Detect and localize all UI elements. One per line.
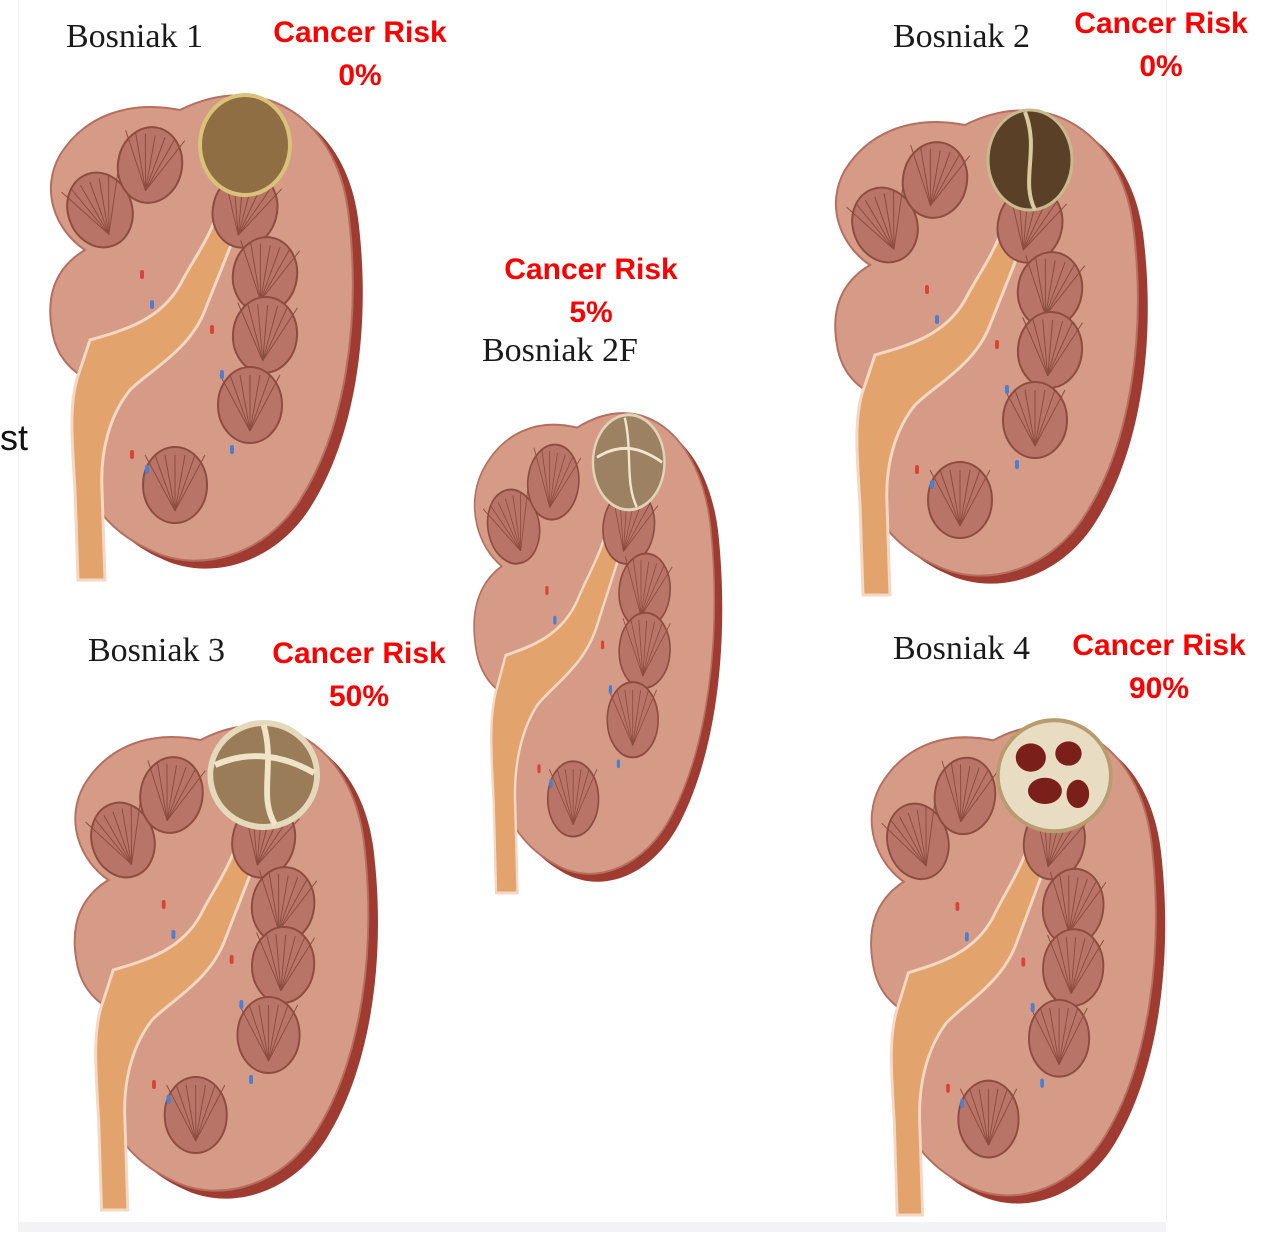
cropped-slide-text: st <box>0 420 28 456</box>
bosniak-4-risk-label: Cancer Risk <box>1068 624 1250 667</box>
blood-vessel <box>230 445 234 454</box>
blood-vessel <box>162 900 166 909</box>
bosniak-2-kidney-illustration <box>815 85 1155 595</box>
renal-pyramid <box>143 447 207 523</box>
bosniak-2-risk: Cancer Risk 0% <box>1070 2 1252 88</box>
bosniak-4-risk: Cancer Risk 90% <box>1068 624 1250 710</box>
kidney-cyst-thick-septate <box>210 723 317 827</box>
kidney-cyst-solid-enhancing <box>998 720 1111 831</box>
bosniak-4-kidney-illustration <box>852 700 1172 1215</box>
bosniak-2f-risk-label: Cancer Risk <box>500 248 682 291</box>
blood-vessel <box>1040 1079 1044 1088</box>
renal-pyramid <box>928 462 992 538</box>
bosniak-2f-risk-value: 5% <box>500 291 682 334</box>
blood-vessel <box>220 370 224 379</box>
blood-vessel <box>549 779 552 788</box>
bosniak-3-risk-label: Cancer Risk <box>268 632 450 675</box>
panel-left-edge <box>18 0 19 1222</box>
blood-vessel <box>930 480 934 489</box>
blood-vessel <box>601 641 604 650</box>
blood-vessel <box>1031 1003 1035 1012</box>
blood-vessel <box>617 759 620 768</box>
blood-vessel <box>210 325 214 334</box>
blood-vessel <box>249 1075 253 1084</box>
blood-vessel <box>946 1084 950 1093</box>
renal-pyramid <box>165 1077 227 1153</box>
blood-vessel <box>956 902 960 911</box>
renal-pyramid <box>1003 382 1067 458</box>
bosniak-1-risk-label: Cancer Risk <box>270 11 450 54</box>
blood-vessel <box>152 1080 156 1089</box>
blood-vessel <box>230 955 234 964</box>
blood-vessel <box>925 285 929 294</box>
renal-pyramid <box>218 367 282 443</box>
blood-vessel <box>1005 385 1009 394</box>
blood-vessel <box>553 616 556 625</box>
bosniak-2-risk-value: 0% <box>1070 45 1252 88</box>
renal-pyramid <box>607 682 658 757</box>
blood-vessel <box>537 764 540 773</box>
kidney-cyst-simple <box>200 95 290 195</box>
blood-vessel <box>130 450 134 459</box>
blood-vessel <box>1021 958 1025 967</box>
blood-vessel <box>239 1000 243 1009</box>
renal-pyramid <box>1029 1000 1089 1077</box>
blood-vessel <box>171 930 175 939</box>
blood-vessel <box>150 300 154 309</box>
blood-vessel <box>609 685 612 694</box>
kidney-cyst-septate <box>988 110 1072 210</box>
blood-vessel <box>167 1095 171 1104</box>
renal-pyramid <box>958 1081 1018 1158</box>
bosniak-4-title: Bosniak 4 <box>893 632 1030 666</box>
bosniak-3-kidney-illustration <box>55 700 385 1210</box>
kidney-cyst-multiseptate <box>593 415 664 510</box>
blood-vessel <box>935 315 939 324</box>
blood-vessel <box>915 465 919 474</box>
bosniak-1-title: Bosniak 1 <box>66 20 203 54</box>
bosniak-2f-kidney-illustration <box>458 388 728 893</box>
panel-bottom-strip <box>18 1222 1166 1232</box>
bosniak-1-kidney-illustration <box>30 70 370 580</box>
bosniak-2-title: Bosniak 2 <box>893 20 1030 54</box>
renal-pyramid <box>548 761 599 836</box>
blood-vessel <box>960 1099 964 1108</box>
renal-pyramid <box>237 997 299 1073</box>
bosniak-2f-title: Bosniak 2F <box>482 334 638 368</box>
blood-vessel <box>1015 460 1019 469</box>
bosniak-2-risk-label: Cancer Risk <box>1070 2 1252 45</box>
blood-vessel <box>965 932 969 941</box>
blood-vessel <box>145 465 149 474</box>
bosniak-3-title: Bosniak 3 <box>88 634 225 668</box>
blood-vessel <box>995 340 999 349</box>
bosniak-2f-risk: Cancer Risk 5% <box>500 248 682 334</box>
blood-vessel <box>545 586 548 595</box>
blood-vessel <box>140 270 144 279</box>
